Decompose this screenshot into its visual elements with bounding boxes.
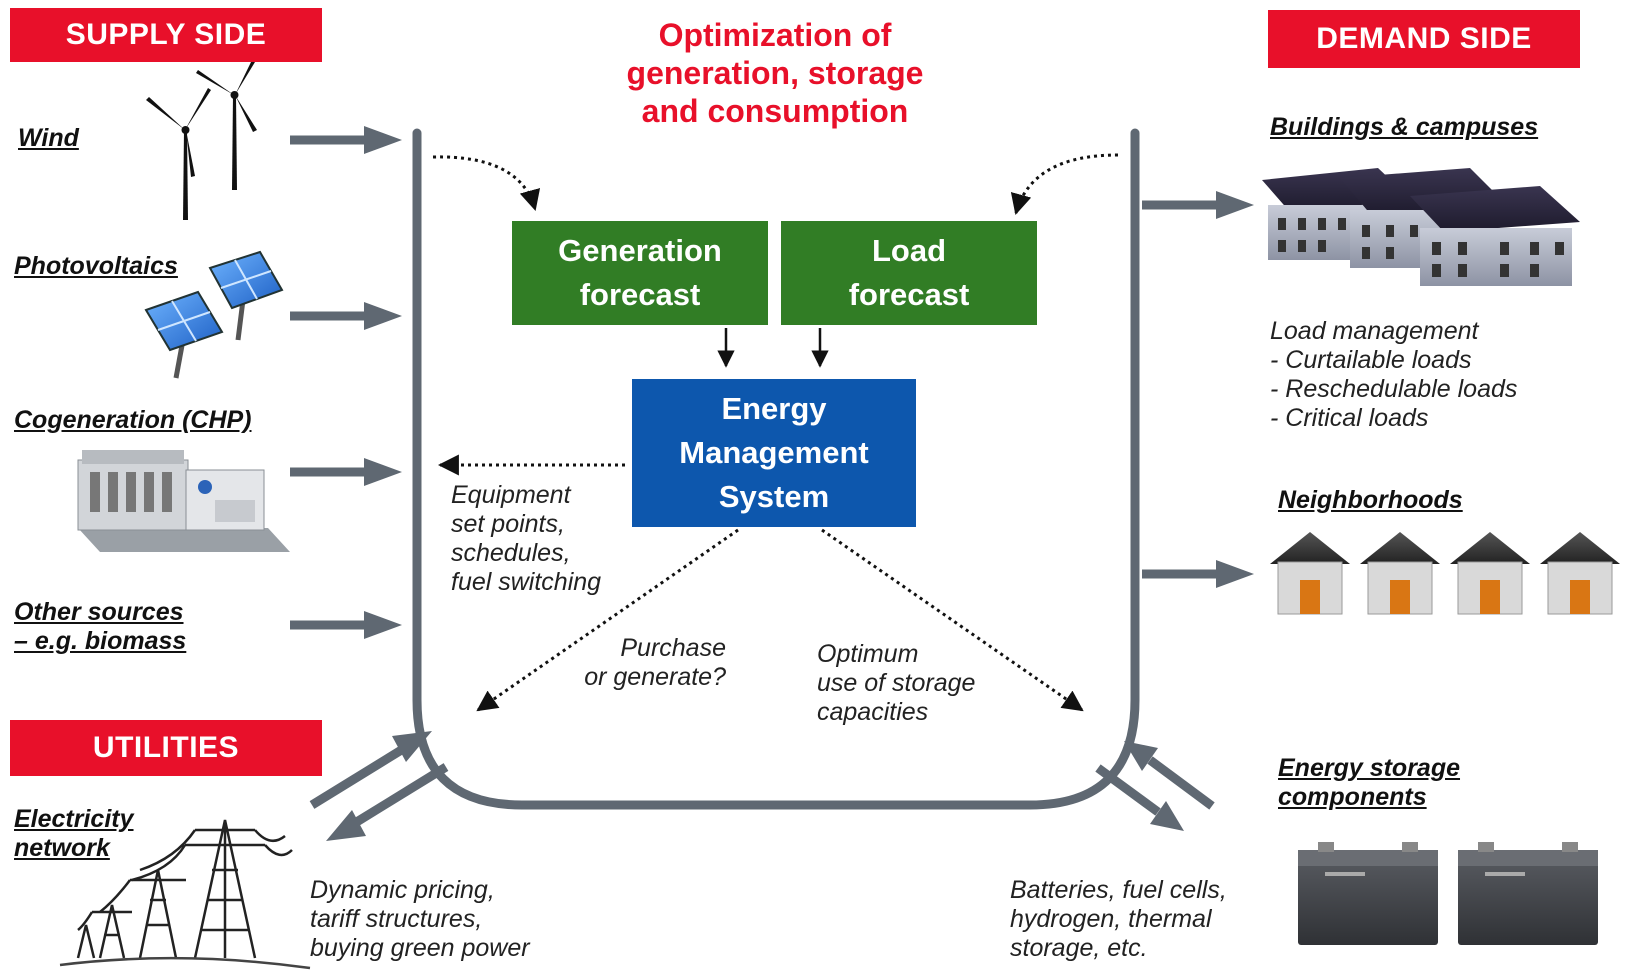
buildings-campuses-label: Buildings & campuses xyxy=(1270,113,1539,141)
diagram-title: Optimization of generation, storage and … xyxy=(626,17,924,129)
house-icon xyxy=(1360,532,1440,615)
supply-side-banner: SUPPLY SIDE xyxy=(10,8,322,62)
storage-capacities-note: Optimum use of storage capacities xyxy=(817,640,976,726)
supply-arrow-chp xyxy=(290,458,402,486)
supply-arrow-wind xyxy=(290,126,402,154)
battery-icon xyxy=(1458,842,1598,945)
storage-arrow-in xyxy=(1124,741,1215,810)
supply-arrow-other xyxy=(290,611,402,639)
neighborhoods-label: Neighborhoods xyxy=(1278,486,1463,514)
wind-turbine-icon xyxy=(146,60,257,220)
storage-arrow-out xyxy=(1095,764,1184,831)
demand-arrow-neighborhoods xyxy=(1142,560,1254,588)
dotted-arrow-to-load xyxy=(1010,153,1119,216)
purchase-or-generate-note: Purchase or generate? xyxy=(584,634,726,691)
demand-arrow-buildings xyxy=(1142,191,1254,219)
generation-forecast-box: Generation forecast xyxy=(512,221,768,325)
utility-arrow-in xyxy=(309,731,432,809)
load-forecast-box: Load forecast xyxy=(781,221,1037,325)
equipment-setpoints-note: Equipment set points, schedules, fuel sw… xyxy=(451,481,602,596)
utility-arrow-out xyxy=(326,763,449,841)
energy-storage-label: Energy storage components xyxy=(1278,754,1461,811)
electricity-network-label: Electricity network xyxy=(14,805,134,862)
solar-panel-icon xyxy=(144,250,284,379)
load-management-note: Load management - Curtailable loads - Re… xyxy=(1270,317,1518,432)
utilities-banner: UTILITIES xyxy=(10,720,322,776)
house-icon xyxy=(1540,532,1620,615)
battery-icon xyxy=(1298,842,1438,945)
wind-label: Wind xyxy=(18,124,79,152)
buildings-icon xyxy=(1262,168,1580,286)
other-sources-label: Other sources – e.g. biomass xyxy=(14,598,187,655)
demand-side-banner: DEMAND SIDE xyxy=(1268,10,1580,68)
house-icon xyxy=(1450,532,1530,615)
dotted-arrow-to-generation xyxy=(432,155,541,212)
supply-arrow-pv xyxy=(290,302,402,330)
transmission-tower-icon xyxy=(59,819,311,970)
optimization-container xyxy=(412,128,1140,810)
chp-label: Cogeneration (CHP) xyxy=(14,406,252,434)
batteries-note: Batteries, fuel cells, hydrogen, thermal… xyxy=(1010,876,1227,962)
photovoltaics-label: Photovoltaics xyxy=(14,252,178,280)
chp-generator-icon xyxy=(77,450,290,552)
energy-management-system-box: Energy Management System xyxy=(632,379,916,527)
dynamic-pricing-note: Dynamic pricing, tariff structures, buyi… xyxy=(310,876,530,962)
house-icon xyxy=(1270,532,1350,615)
